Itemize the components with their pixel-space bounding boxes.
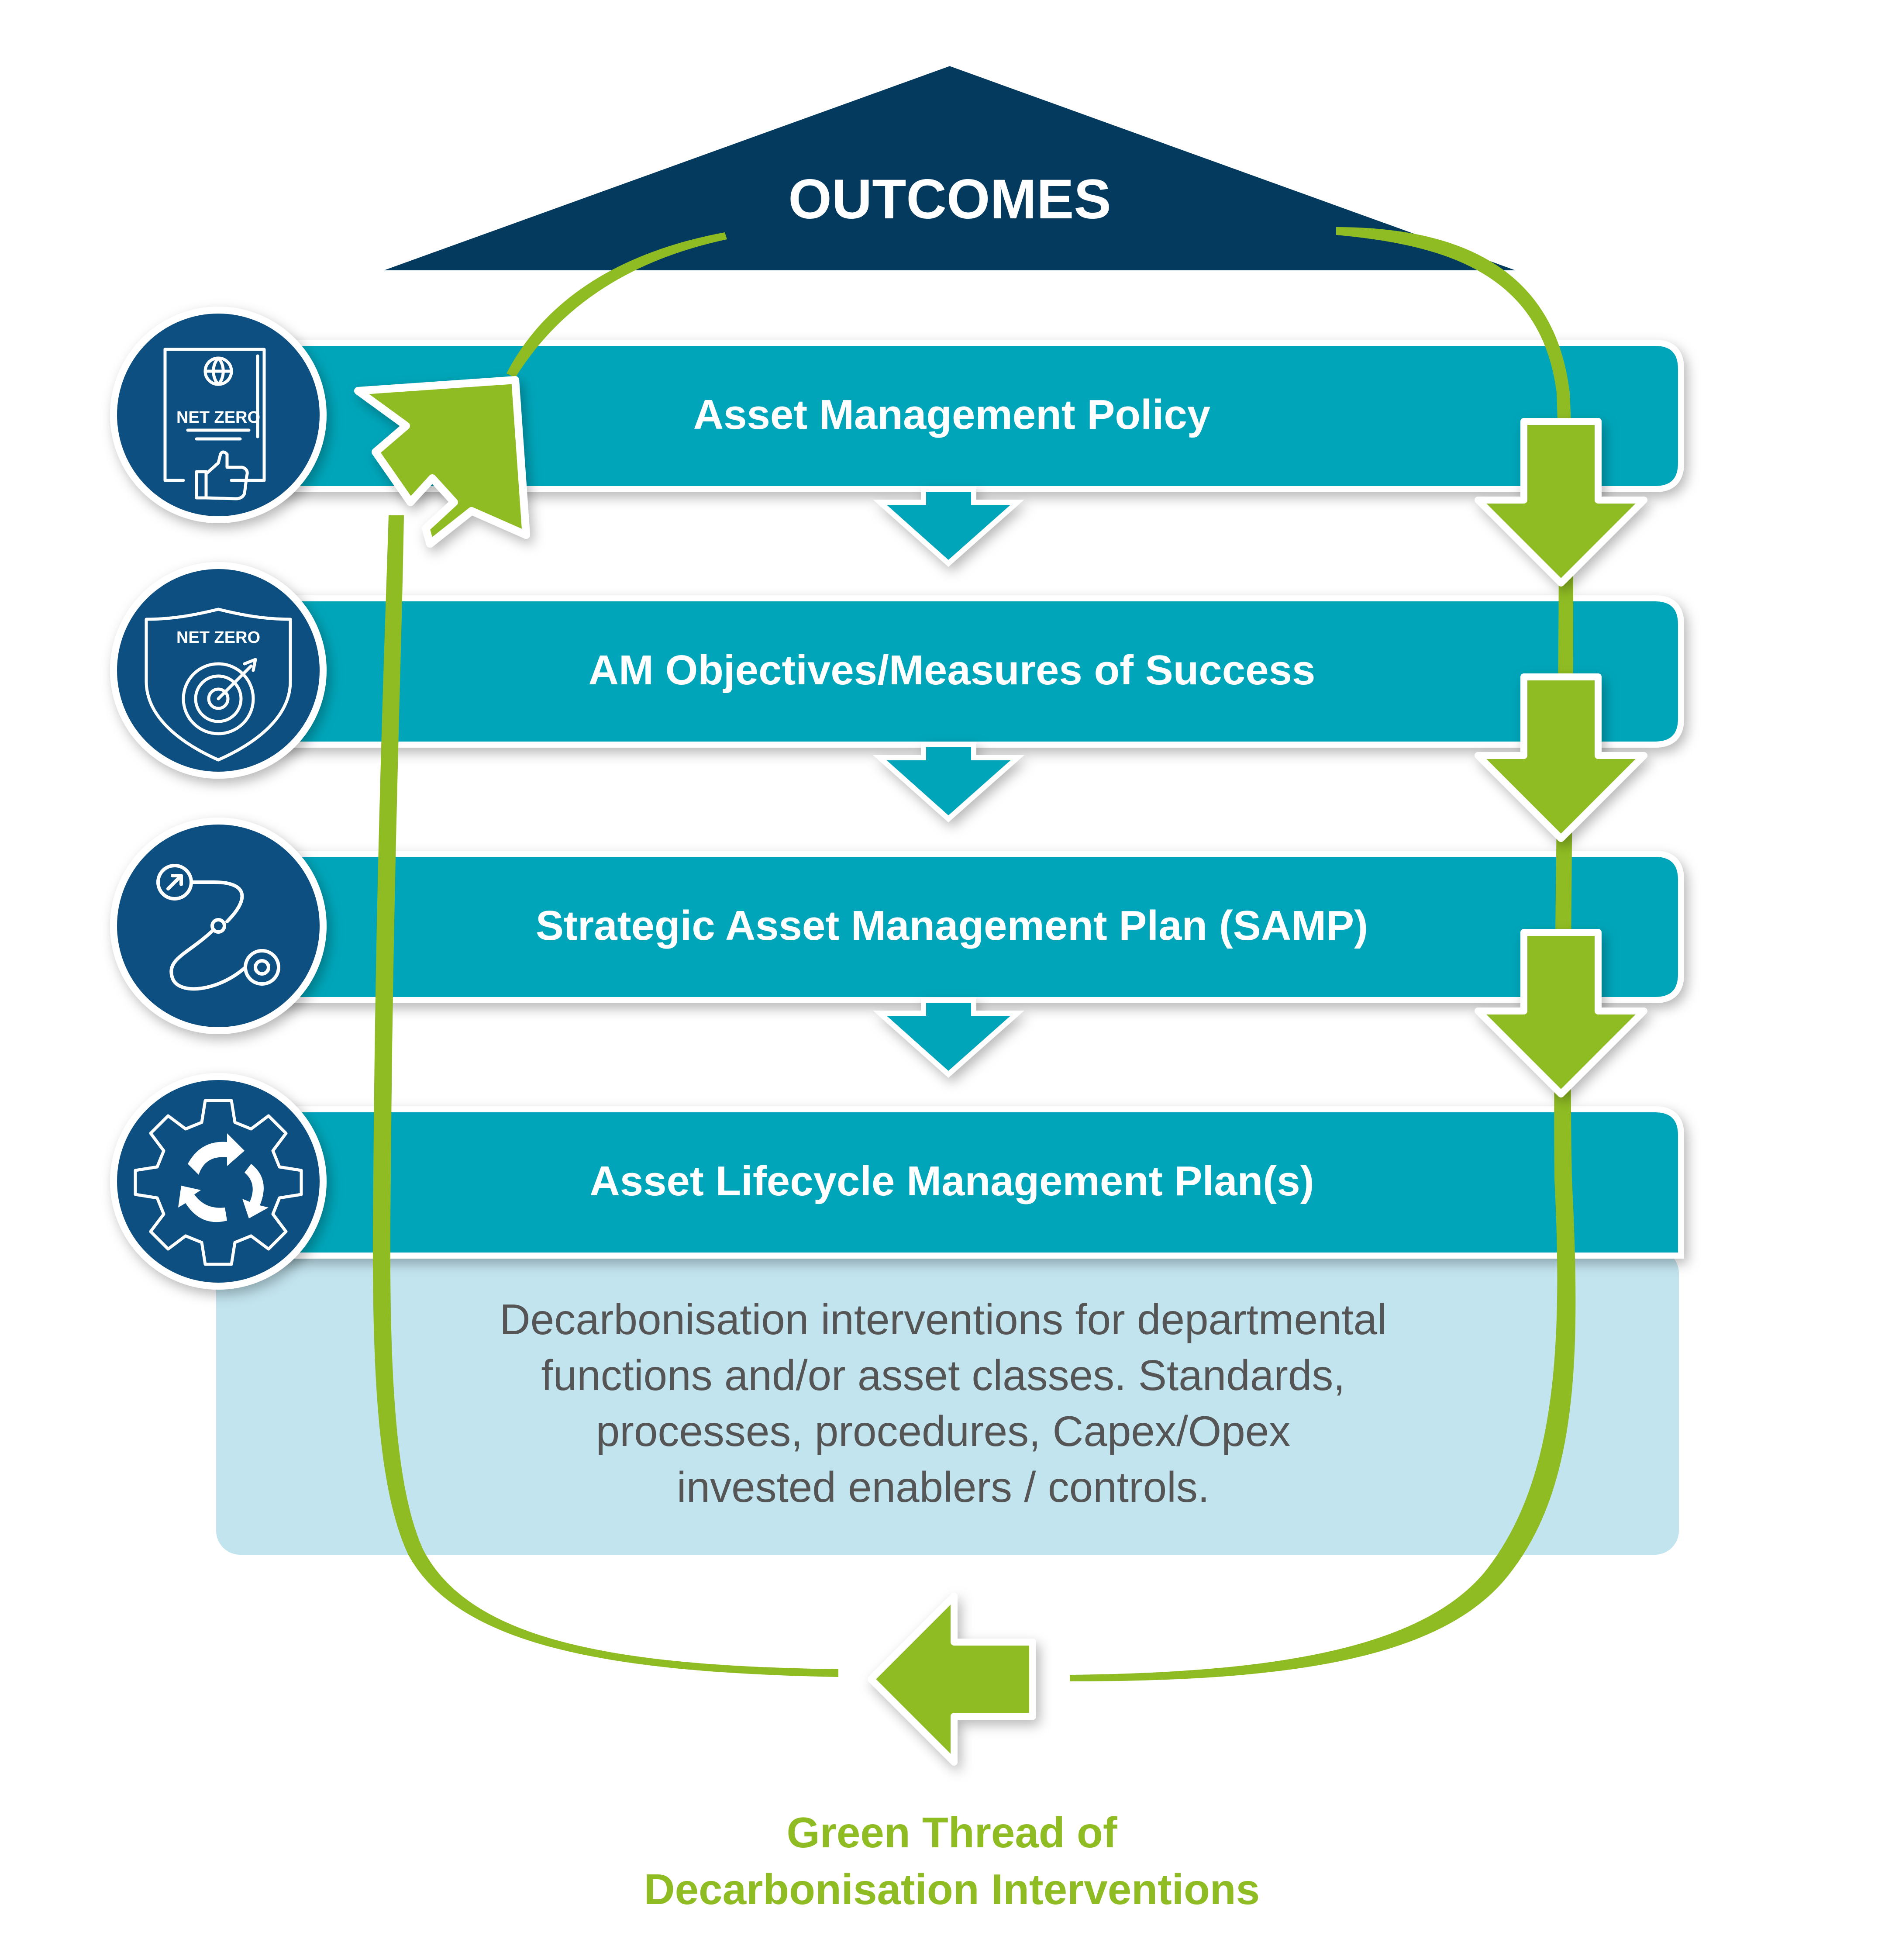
step-arrow-2-icon xyxy=(873,742,1024,823)
green-thread-title-line-1: Green Thread of xyxy=(787,1808,1117,1856)
step-bar-3 xyxy=(246,851,1684,1003)
step-label-3: Strategic Asset Management Plan (SAMP) xyxy=(536,902,1368,949)
green-thread-down-arrow-2-icon xyxy=(1475,673,1647,842)
step-label-2: AM Objectives/Measures of Success xyxy=(589,647,1316,694)
green-thread-title-line-2: Decarbonisation Interventions xyxy=(644,1865,1260,1913)
gear-cycle-icon xyxy=(134,1099,303,1266)
step-bar-2 xyxy=(246,595,1684,748)
step-label-4: Asset Lifecycle Management Plan(s) xyxy=(589,1158,1314,1204)
detail-line-4: invested enablers / controls. xyxy=(677,1463,1210,1511)
green-thread-left-arrow-icon xyxy=(868,1593,1036,1766)
detail-line-2: functions and/or asset classes. Standard… xyxy=(541,1351,1345,1399)
step-bar-1 xyxy=(246,340,1684,492)
step-icon-3 xyxy=(110,818,327,1034)
step-arrow-1-icon xyxy=(873,487,1024,567)
green-thread-down-arrow-1-icon xyxy=(1475,418,1647,587)
green-thread-up-arrow-icon xyxy=(354,376,530,548)
green-thread-loop xyxy=(372,227,1576,1681)
icon-2-net-zero-label: NET ZERO xyxy=(176,628,260,647)
net-zero-policy-thumbs-up-icon xyxy=(163,348,266,500)
detail-line-1: Decarbonisation interventions for depart… xyxy=(500,1295,1387,1343)
detail-line-3: processes, procedures, Capex/Opex xyxy=(596,1407,1291,1455)
outcomes-roof xyxy=(366,61,1533,276)
detail-panel xyxy=(216,1249,1679,1555)
cycle-arrows-icon xyxy=(178,1133,269,1222)
step-bar-4 xyxy=(246,1106,1684,1259)
route-path-icon xyxy=(156,864,280,991)
step-icon-4 xyxy=(110,1073,327,1290)
outcomes-title: OUTCOMES xyxy=(788,168,1111,231)
green-thread-down-arrow-3-icon xyxy=(1475,929,1647,1097)
step-arrow-3-icon xyxy=(873,997,1024,1078)
net-zero-shield-target-icon xyxy=(145,607,292,762)
icon-1-net-zero-label: NET ZERO xyxy=(176,408,260,427)
step-label-1: Asset Management Policy xyxy=(693,391,1210,438)
